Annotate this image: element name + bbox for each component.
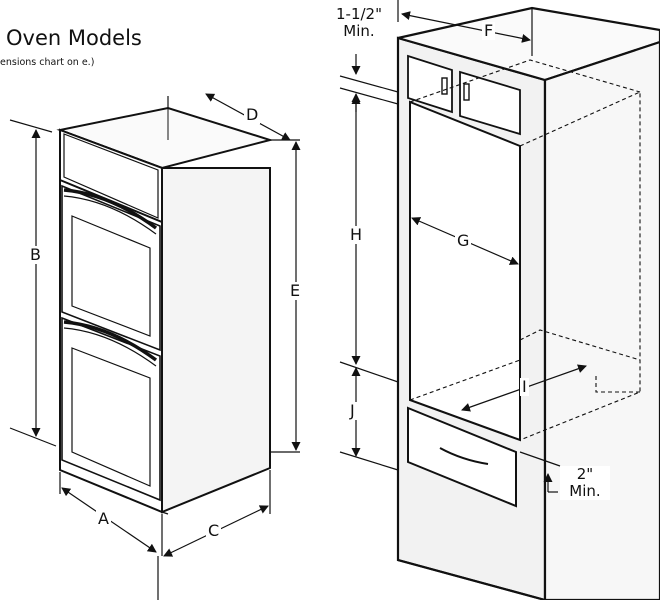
dimension-label-g: G (455, 231, 472, 250)
bottom-clearance-unit: Min. (569, 482, 601, 500)
dimension-label-j: J (348, 401, 357, 420)
top-clearance-label: 1-1/2" Min. (328, 6, 390, 40)
bottom-clearance-label: 2" Min. (560, 466, 610, 500)
dimension-chart-note: ensions chart on e.) (0, 57, 95, 68)
dimension-label-h: H (348, 225, 365, 244)
cabinet-drawing (396, 6, 660, 600)
dimension-label-a: A (96, 509, 111, 528)
dimension-label-b: B (28, 245, 43, 264)
bottom-clearance-value: 2" (576, 465, 594, 483)
page-title: Oven Models (6, 26, 142, 50)
dimension-label-i: I (520, 377, 529, 396)
wall-oven-drawing (56, 106, 274, 515)
oven-dimension-lines (9, 93, 301, 600)
top-clearance-value: 1-1/2" (336, 5, 382, 23)
dimension-label-f: F (482, 21, 496, 40)
dimension-label-c: C (206, 521, 222, 540)
top-clearance-unit: Min. (343, 22, 375, 40)
dimension-label-d: D (244, 105, 261, 124)
dimension-label-e: E (288, 281, 303, 300)
